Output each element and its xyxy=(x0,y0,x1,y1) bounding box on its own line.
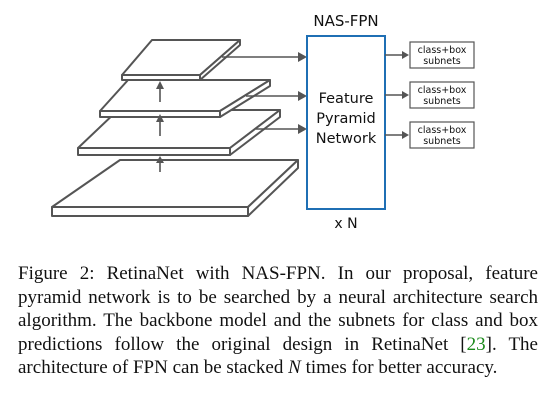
caption-variable-n: N xyxy=(288,357,301,378)
backbone-pyramid xyxy=(51,39,299,217)
figure-caption: Figure 2: RetinaNet with NAS-FPN. In our… xyxy=(18,262,538,380)
citation-link[interactable]: 23 xyxy=(466,333,486,355)
caption-text-1: Figure 2: RetinaNet with NAS-FPN. In our… xyxy=(18,263,538,355)
pyramid-level-1 xyxy=(51,159,299,217)
arrow-subnet-1 xyxy=(385,51,409,59)
arrow-level-4 xyxy=(222,52,307,62)
fpn-label-line-1: Feature xyxy=(319,91,374,107)
subnet-box-1: class+box subnets xyxy=(409,41,475,69)
arrow-subnet-2 xyxy=(385,91,409,99)
subnet-box-3: class+box subnets xyxy=(409,121,475,149)
subnet-2-line-1: class+box xyxy=(418,85,467,96)
fpn-box xyxy=(306,35,386,210)
subnet-box-2: class+box subnets xyxy=(409,81,475,109)
subnet-1-line-2: subnets xyxy=(423,56,461,67)
repeat-label: x N xyxy=(334,216,357,232)
subnet-1-line-1: class+box xyxy=(418,45,467,56)
pyramid-to-fpn-arrows xyxy=(222,52,307,134)
caption-text-2: ]. The architecture of FPN can be stacke… xyxy=(18,333,538,379)
subnet-2-line-2: subnets xyxy=(423,96,461,107)
arrow-level-2 xyxy=(256,124,307,134)
arrow-subnet-3 xyxy=(385,131,409,139)
pyramid-level-3 xyxy=(99,79,271,118)
up-arrow-3 xyxy=(156,81,164,102)
arrow-level-3 xyxy=(246,91,307,101)
subnet-3-line-2: subnets xyxy=(423,136,461,147)
pyramid-level-2 xyxy=(77,109,281,156)
nas-fpn-title: NAS-FPN xyxy=(313,12,378,30)
fpn-to-subnet-arrows xyxy=(385,51,409,139)
subnet-3-line-1: class+box xyxy=(418,125,467,136)
fpn-label-line-2: Pyramid xyxy=(316,111,376,127)
caption-text-3: times for better accuracy. xyxy=(300,357,498,378)
up-arrow-2 xyxy=(156,114,164,136)
retinanet-diagram: NAS-FPN Feature Pyramid Network x N clas… xyxy=(51,12,475,232)
up-arrow-1 xyxy=(156,156,164,172)
pyramid-level-4 xyxy=(121,39,241,81)
fpn-label-line-3: Network xyxy=(316,131,377,147)
